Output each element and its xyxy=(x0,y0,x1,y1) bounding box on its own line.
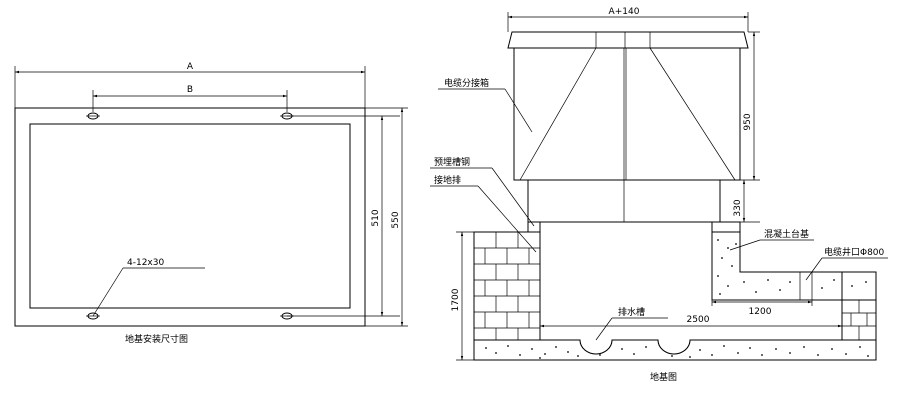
leader-concrete-base: 混凝土台基 xyxy=(729,228,814,251)
dim-510-label: 510 xyxy=(371,209,381,226)
dim-1700-label: 1700 xyxy=(451,288,461,311)
label-cable-box: 电缆分接箱 xyxy=(444,77,489,89)
section-caption: 地基图 xyxy=(650,371,677,383)
label-ground-bar: 接地排 xyxy=(434,174,461,186)
dimension-550: 550 xyxy=(391,108,404,326)
channel-steel-right xyxy=(711,221,741,233)
brick-pier-right xyxy=(841,299,877,341)
label-channel-steel: 预埋槽钢 xyxy=(434,156,470,168)
concrete-plinth xyxy=(711,231,877,301)
dimension-a-plus-140: A+140 xyxy=(507,7,749,32)
dim-550-label: 550 xyxy=(391,211,401,228)
dimension-510: 510 xyxy=(371,116,384,316)
leader-cable-well: 电缆井口Φ800 xyxy=(805,246,888,281)
dimension-a: A xyxy=(14,62,366,108)
dimension-b: B xyxy=(92,85,288,112)
dim-b-label: B xyxy=(187,85,193,95)
hole-spec-leader: 4-12x30 xyxy=(92,258,205,317)
leader-drain: 排水槽 xyxy=(595,306,668,341)
dim-a-label: A xyxy=(187,62,194,72)
dimension-950: 950 xyxy=(740,31,760,181)
dim-950-label: 950 xyxy=(743,113,753,130)
dimension-2500: 2500 xyxy=(540,315,842,328)
dimension-1200: 1200 xyxy=(711,300,813,317)
plan-inner-opening xyxy=(29,123,351,309)
channel-steel xyxy=(527,221,541,233)
hole-spec-label: 4-12x30 xyxy=(127,258,164,268)
dimension-330: 330 xyxy=(720,180,760,223)
dim-330-label: 330 xyxy=(733,199,743,216)
foundation-plan: A B 510 550 4-12x30 地基安装尺寸图 xyxy=(14,62,408,345)
label-drain: 排水槽 xyxy=(618,306,645,318)
plan-outer-frame xyxy=(14,107,366,327)
cable-box-cover xyxy=(507,31,749,49)
brick-pier-left xyxy=(473,231,541,341)
mounting-hole xyxy=(86,112,100,120)
cable-box-body xyxy=(513,47,741,181)
dimension-1700: 1700 xyxy=(451,231,474,361)
dim-2500-label: 2500 xyxy=(687,315,710,325)
label-concrete-base: 混凝土台基 xyxy=(764,228,809,240)
concrete-slab-bottom xyxy=(473,339,877,361)
plan-caption: 地基安装尺寸图 xyxy=(125,333,188,345)
leader-cable-box: 电缆分接箱 xyxy=(438,77,533,133)
dim-1200-label: 1200 xyxy=(749,307,772,317)
label-cable-well: 电缆井口Φ800 xyxy=(824,246,885,258)
leader-ground-bar: 接地排 xyxy=(430,174,537,253)
dim-top-label: A+140 xyxy=(609,7,640,17)
foundation-section: A+140 950 330 xyxy=(430,7,888,383)
leader-channel-steel: 预埋槽钢 xyxy=(430,156,535,227)
cable-box-base xyxy=(527,179,721,223)
